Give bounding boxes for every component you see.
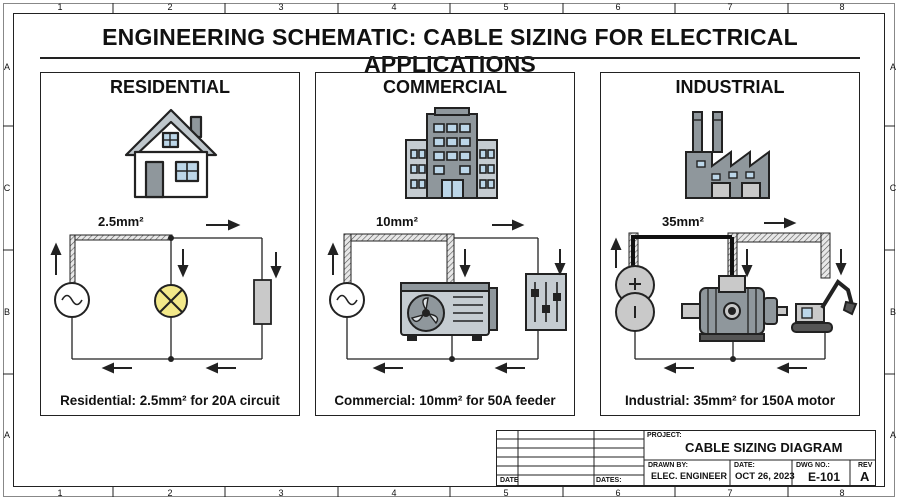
- revision-label: REV: [858, 462, 873, 469]
- zone-col-bottom: 6: [615, 488, 621, 498]
- commercial-diagram: [327, 107, 567, 374]
- zone-col-top: 3: [278, 2, 284, 12]
- current-arrows: [50, 219, 282, 374]
- zone-col-top: 4: [391, 2, 397, 12]
- revision-value: A: [860, 469, 870, 484]
- residential-diagram: [50, 108, 282, 374]
- zone-row-left: A: [3, 430, 10, 440]
- zone-col-top: 7: [727, 2, 733, 12]
- zone-col-bottom: 3: [278, 488, 284, 498]
- residential-caption: Residential: 2.5mm² for 20A circuit: [60, 393, 280, 408]
- residential-cable: [69, 234, 173, 289]
- revision-dates-label: DATES:: [596, 477, 622, 484]
- ac-source-icon: [54, 282, 90, 318]
- zone-col-top: 1: [57, 2, 63, 12]
- zone-col-top: 5: [503, 2, 509, 12]
- industrial-wire-size: 35mm²: [662, 214, 704, 229]
- zone-row-left: C: [3, 183, 11, 193]
- drawn-by-value: ELEC. ENGINEER: [651, 471, 728, 481]
- title-block: [496, 430, 876, 486]
- zone-col-top: 8: [839, 2, 845, 12]
- lamp-icon: [154, 284, 188, 318]
- industrial-heading: INDUSTRIAL: [675, 77, 785, 97]
- project-name: CABLE SIZING DIAGRAM: [685, 440, 843, 455]
- current-arrows: [327, 219, 566, 374]
- zone-col-bottom: 1: [57, 488, 63, 498]
- residential-wire-size: 2.5mm²: [98, 214, 144, 229]
- residential-heading: RESIDENTIAL: [109, 77, 230, 97]
- zone-row-right: C: [889, 183, 897, 193]
- drawing-number-label: DWG NO.:: [796, 462, 830, 469]
- revision-date-label: DATE: [500, 477, 519, 484]
- drawing-inner-border: [13, 13, 885, 487]
- zone-col-top: 2: [167, 2, 173, 12]
- office-building-icon: [405, 107, 498, 199]
- industrial-caption: Industrial: 35mm² for 150A motor: [624, 393, 836, 408]
- zone-row-right: A: [889, 430, 896, 440]
- drawn-by-label: DRAWN BY:: [648, 462, 688, 469]
- ac-source-icon: [329, 282, 365, 318]
- commercial-wire-size: 10mm²: [376, 214, 418, 229]
- schematic-title: ENGINEERING SCHEMATIC: CABLE SIZING FOR …: [102, 24, 798, 77]
- commercial-heading: COMMERCIAL: [383, 77, 507, 97]
- resistor-load-icon: [253, 279, 272, 325]
- zone-row-left: B: [3, 307, 10, 317]
- title-underline: [40, 57, 860, 59]
- zone-col-bottom: 7: [727, 488, 733, 498]
- factory-icon: [685, 111, 770, 199]
- control-panel-icon: [525, 273, 567, 331]
- date-label: DATE:: [734, 462, 755, 469]
- house-icon: [124, 108, 218, 199]
- excavator-icon: [791, 279, 858, 333]
- industrial-diagram: [610, 111, 858, 374]
- air-conditioner-unit-icon: [400, 282, 498, 341]
- project-label: PROJECT:: [647, 432, 682, 439]
- zone-col-bottom: 4: [391, 488, 397, 498]
- electric-motor-icon: [681, 275, 788, 342]
- drawing-number-value: E-101: [808, 470, 841, 484]
- date-value: OCT 26, 2023: [735, 471, 795, 482]
- zone-col-bottom: 2: [167, 488, 173, 498]
- transformer-source-icon: [615, 265, 655, 332]
- zone-col-bottom: 8: [839, 488, 845, 498]
- commercial-caption: Commercial: 10mm² for 50A feeder: [334, 393, 556, 408]
- zone-row-left: A: [3, 62, 10, 72]
- zone-col-bottom: 5: [503, 488, 509, 498]
- zone-row-right: A: [889, 62, 896, 72]
- current-arrows: [610, 217, 847, 374]
- commercial-cable: [343, 233, 455, 288]
- title-block-grid: [496, 430, 876, 486]
- zone-row-right: B: [889, 307, 896, 317]
- zone-col-top: 6: [615, 2, 621, 12]
